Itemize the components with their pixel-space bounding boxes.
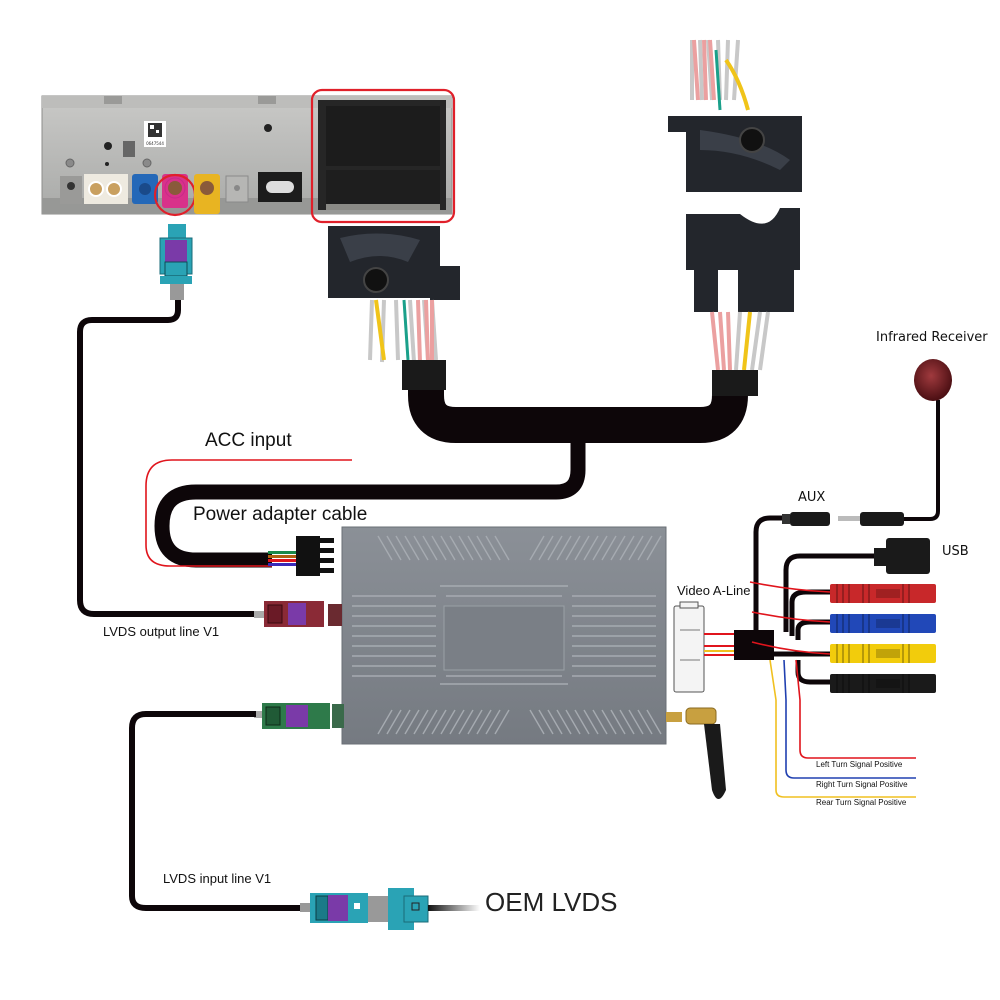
- rca-connectors: [830, 584, 936, 693]
- right-turn-wire: [783, 659, 916, 779]
- acc-wire: [145, 459, 352, 567]
- pink-lvds-port: [162, 174, 188, 208]
- usb-label: USB: [942, 544, 969, 559]
- rear-turn-wire: [769, 659, 916, 798]
- red-signal-wires: [749, 581, 831, 655]
- aux-jack: [782, 512, 830, 526]
- usb-socket: [874, 538, 930, 574]
- lvds-input-connector: [254, 703, 344, 729]
- lvds-output-plug-teal: [159, 224, 193, 300]
- quadlock-highlight: [310, 88, 456, 224]
- lvds-output-connector: [254, 601, 342, 627]
- oem-lvds-label: OEM LVDS: [485, 887, 618, 917]
- infrared-receiver-label: Infrared Receiver: [876, 330, 988, 345]
- rca-plug-blue: [830, 614, 936, 633]
- yellow-port: [194, 174, 220, 214]
- rear-turn-signal-label: Rear Turn Signal Positive: [816, 798, 907, 807]
- acc-input-label: ACC input: [205, 430, 292, 451]
- infrared-receiver: [914, 359, 952, 401]
- quadlock-socket: [318, 100, 446, 210]
- lvds-output-cable: [77, 300, 262, 617]
- lvds-output-line-label: LVDS output line V1: [103, 624, 220, 639]
- lvds-input-plug: [300, 893, 368, 923]
- turn-signal-wires: [769, 659, 916, 798]
- quadlock-plug-left: [328, 226, 460, 390]
- qr-label: 0647544: [144, 121, 166, 147]
- power-plug-port: [258, 172, 302, 202]
- left-turn-wire: [795, 659, 916, 759]
- harness-cable: [154, 380, 748, 568]
- blue-port: [132, 174, 158, 204]
- power-adapter-connector: [268, 536, 334, 576]
- left-turn-signal-label: Left Turn Signal Positive: [816, 760, 903, 769]
- video-a-line-connector: [673, 601, 774, 693]
- white-dual-port: [84, 174, 128, 204]
- interface-box: [341, 526, 667, 745]
- antenna: [666, 707, 726, 799]
- aux-label: AUX: [798, 490, 826, 505]
- quadlock-plug-right: [686, 208, 800, 396]
- lvds-input-cable: [129, 711, 304, 911]
- branch-cables: [753, 515, 880, 685]
- rca-plug-red: [830, 584, 936, 603]
- rca-plug-yellow: [830, 644, 936, 663]
- rca-plug-black: [830, 674, 936, 693]
- right-turn-signal-label: Right Turn Signal Positive: [816, 780, 908, 789]
- video-a-line-label: Video A-Line: [677, 583, 751, 598]
- head-unit: 0647544: [41, 88, 456, 224]
- oem-lvds-plug: [368, 888, 480, 930]
- power-adapter-cable-label: Power adapter cable: [193, 504, 368, 525]
- aux-plug: [838, 400, 940, 526]
- label-code: 0647544: [146, 141, 164, 146]
- quadlock-connector-top-right: [668, 39, 802, 192]
- lvds-input-line-label: LVDS input line V1: [163, 871, 272, 886]
